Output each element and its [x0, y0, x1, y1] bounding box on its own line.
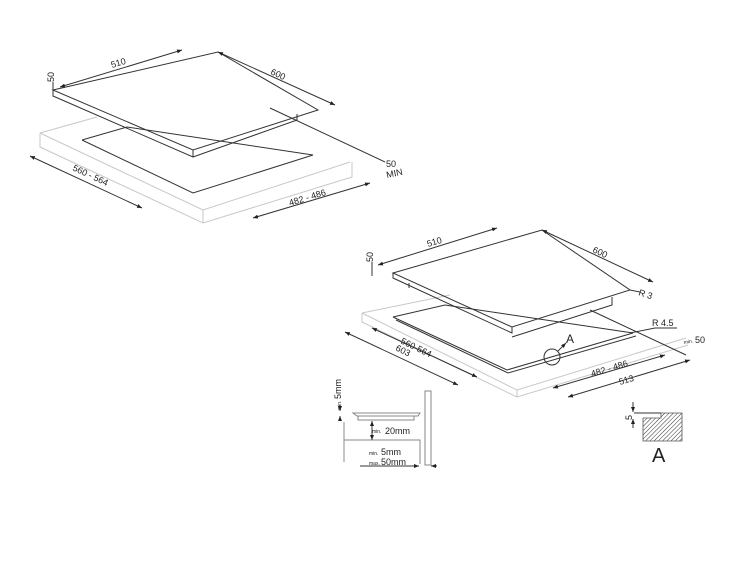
leader-r3	[629, 289, 641, 293]
label-side-max-prefix: max.	[369, 461, 380, 467]
detail-a-leader	[557, 342, 567, 352]
cutout-outline	[392, 304, 637, 374]
leader-r45	[629, 327, 656, 334]
label-min-value: 50	[695, 335, 705, 345]
label-width: 510	[110, 56, 127, 70]
label-below-prefix: min.	[372, 429, 381, 435]
label-depth: 600	[269, 67, 287, 82]
worktop-outline	[39, 116, 353, 224]
dim-width	[59, 49, 183, 88]
label-side-max: 50mm	[381, 457, 406, 467]
label-top-gap: 5mm	[333, 379, 343, 399]
label-detail-depth: 5	[624, 415, 634, 420]
label-height: 50	[365, 252, 375, 262]
label-outer-width: 513	[618, 373, 635, 387]
dim-cutout-width	[252, 182, 371, 219]
label-width: 510	[426, 235, 443, 249]
dim-width	[377, 227, 498, 266]
dim-cutout-depth	[29, 155, 143, 209]
hob-plate	[51, 51, 320, 158]
label-min-prefix: min.	[683, 338, 693, 346]
dim-recess-depth	[371, 327, 478, 378]
worktop-section	[343, 422, 421, 464]
label-height: 50	[46, 72, 56, 82]
hob-section	[351, 412, 421, 421]
dim-outer-width	[567, 359, 691, 398]
label-detail: A	[652, 445, 666, 467]
detail-a: 5 A	[624, 402, 683, 467]
dim-depth	[541, 229, 654, 283]
label-depth: 600	[591, 245, 609, 260]
bottom-view: 510 600 50 R 3 R 4.5 min. 50 560-564 603…	[344, 227, 705, 398]
label-side-min: 5mm	[381, 447, 401, 457]
label-below: 20mm	[385, 426, 410, 436]
dim-min-distance	[589, 309, 687, 356]
dim-min-distance	[269, 107, 386, 163]
section-view: min. 5mm min. 20mm min. 5mm max. 50mm	[333, 379, 437, 468]
label-r3: R 3	[637, 287, 653, 301]
label-top-gap-prefix: min.	[337, 401, 343, 410]
label-min: MIN	[385, 167, 403, 180]
label-r45: R 4.5	[652, 318, 674, 328]
detail-hatched-section	[642, 412, 683, 442]
label-side-min-prefix: min.	[369, 451, 378, 457]
side-panel	[424, 390, 432, 466]
detail-a-circle	[543, 348, 561, 366]
top-view: 510 600 50 560 - 564 482 - 486 50 MIN	[29, 49, 404, 224]
label-min-value: 50	[386, 159, 396, 169]
label-detail-marker: A	[566, 332, 574, 346]
dim-depth	[217, 51, 336, 106]
